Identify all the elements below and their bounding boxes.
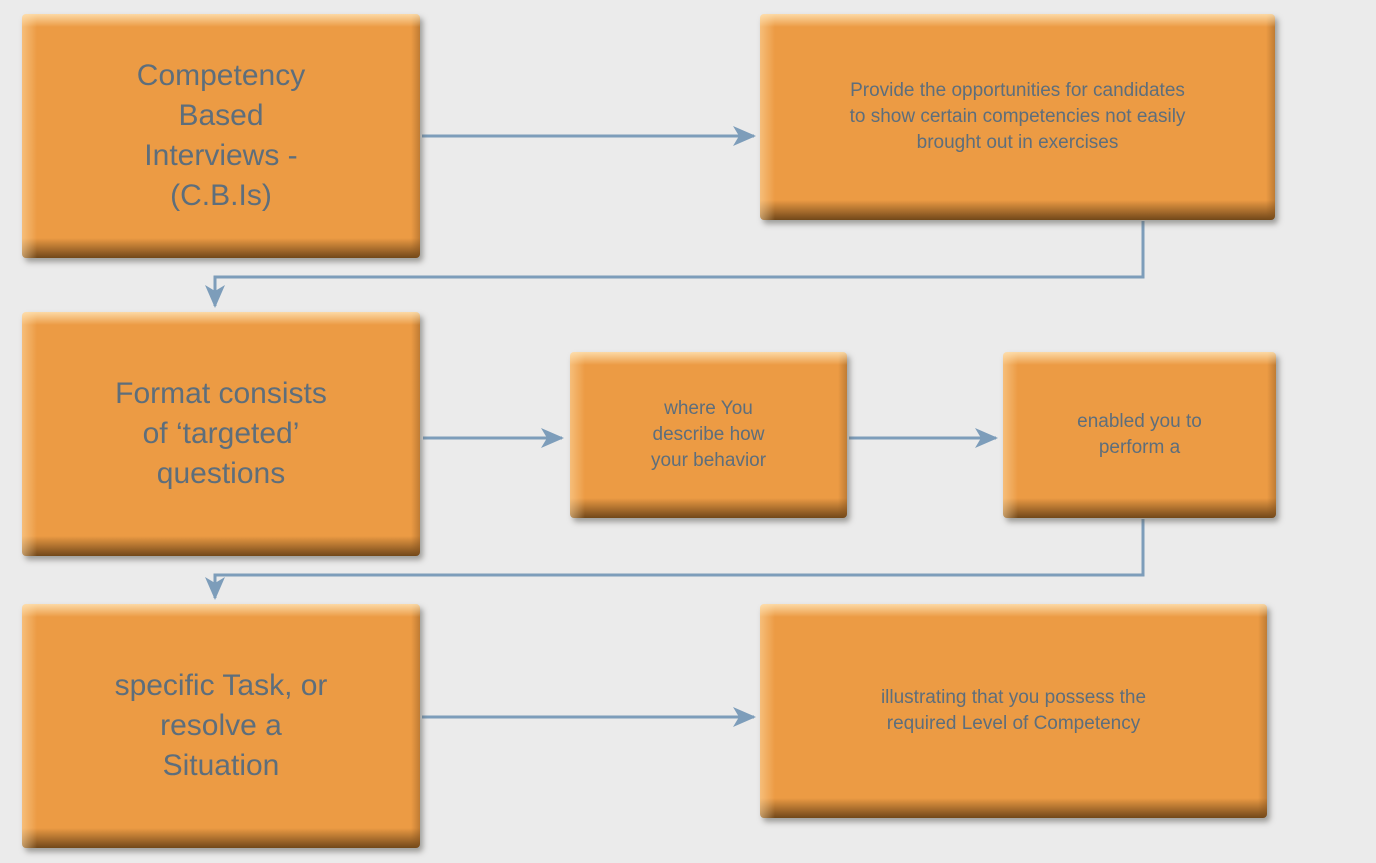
flow-box-describe-behavior: where You describe how your behavior	[570, 352, 847, 518]
flow-box-describe-behavior-label: where You describe how your behavior	[650, 398, 767, 471]
flow-box-format-questions-label: Format consists of ‘targeted’ questions	[115, 377, 327, 490]
flow-box-enabled-perform-label: enabled you to perform a	[1077, 411, 1202, 458]
flow-box-cbi: Competency Based Interviews - (C.B.Is)	[22, 14, 420, 258]
flow-box-enabled-perform: enabled you to perform a	[1003, 352, 1276, 518]
flow-box-cbi-label: Competency Based Interviews - (C.B.Is)	[136, 59, 306, 212]
flow-box-illustrating-competency: illustrating that you possess the requir…	[760, 604, 1267, 818]
flow-box-provide-opportunities: Provide the opportunities for candidates…	[760, 14, 1275, 220]
flow-box-specific-task: specific Task, or resolve a Situation	[22, 604, 420, 848]
flow-box-specific-task-label: specific Task, or resolve a Situation	[114, 669, 328, 782]
flow-box-format-questions: Format consists of ‘targeted’ questions	[22, 312, 420, 556]
flow-box-provide-opportunities-label: Provide the opportunities for candidates…	[849, 80, 1186, 153]
arrow-enabled-to-task	[205, 519, 1145, 600]
flow-box-illustrating-competency-label: illustrating that you possess the requir…	[880, 687, 1147, 734]
arrow-provide-to-format	[205, 221, 1145, 308]
